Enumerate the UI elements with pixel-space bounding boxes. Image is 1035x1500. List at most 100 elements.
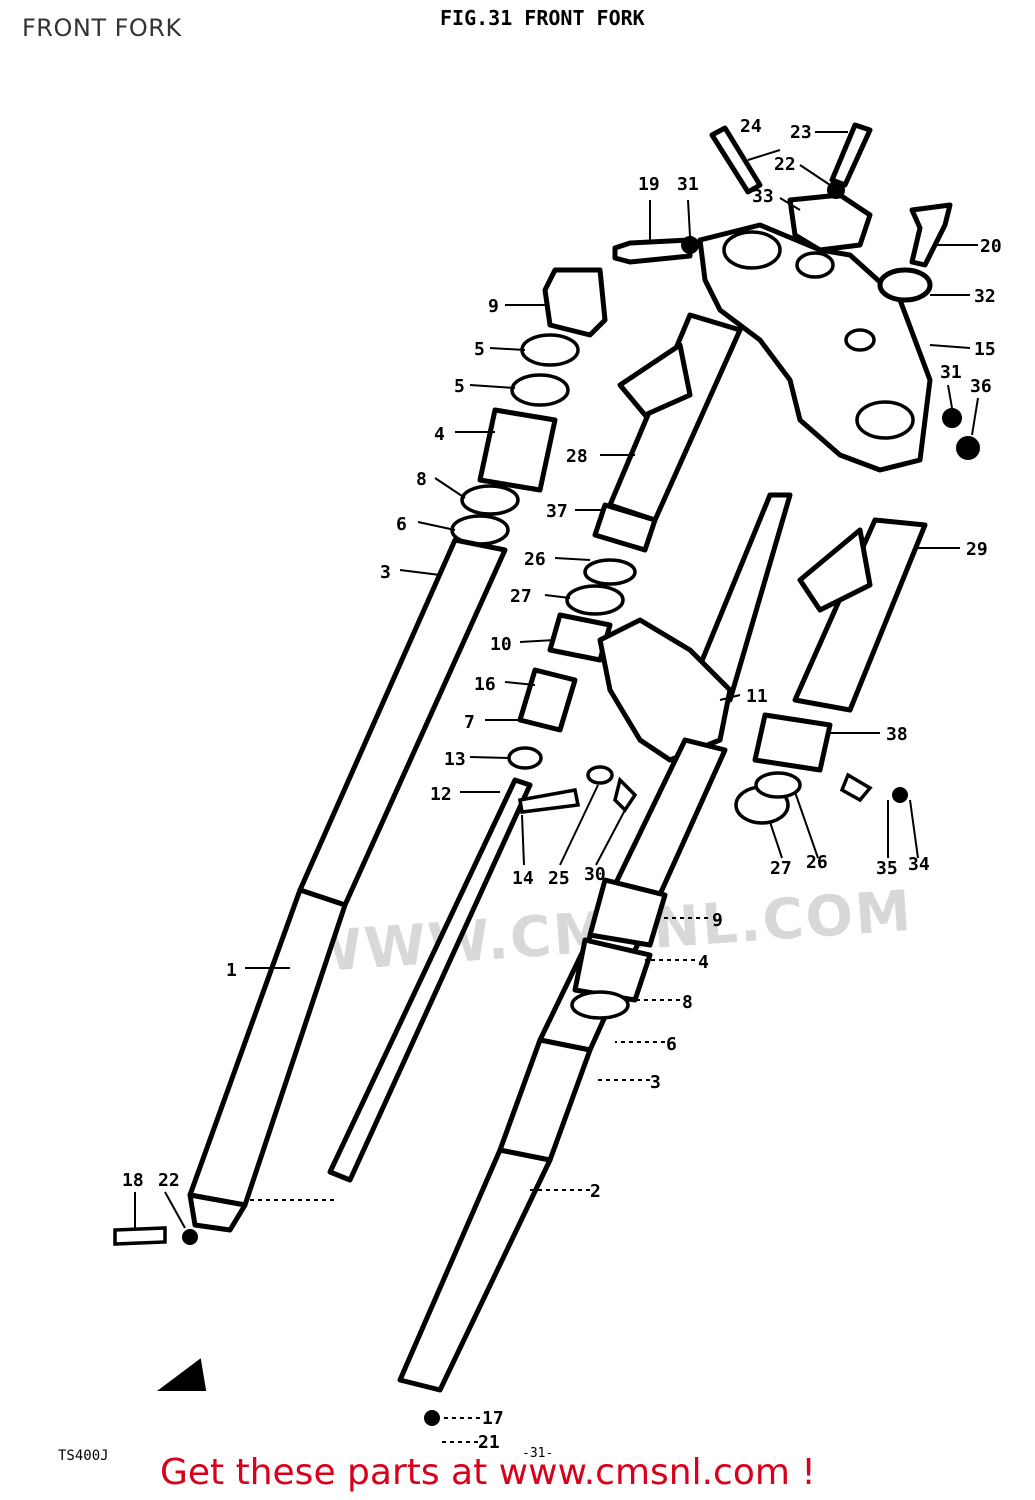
ring-5b-part [510,373,570,407]
page-number: -31- [522,1446,554,1461]
cap-9a-part [542,267,608,338]
callout-4: 4 [434,424,445,445]
bolt-24-part [709,125,763,195]
nut-17-part [424,1410,440,1426]
callout-6b: 6 [666,1034,677,1055]
callout-24: 24 [740,116,762,137]
callout-21: 21 [478,1432,500,1453]
clip-30-part [613,776,638,813]
callout-9: 9 [488,296,499,317]
callout-27: 27 [510,586,532,607]
callout-4b: 4 [698,952,709,973]
model-code: TS400J [58,1448,109,1464]
piston-16-part [517,667,578,733]
seal-27a-part [565,584,625,616]
callout-18: 18 [122,1170,144,1191]
spacer-4b-part [572,937,653,1003]
callout-28: 28 [566,446,588,467]
spacer-4a-part [477,407,558,493]
washer-22-part [827,181,845,199]
bolt-20-part [909,202,953,268]
callout-26: 26 [524,549,546,570]
bolt-19-part [612,237,693,265]
headlamp-tube-29-part [792,517,928,713]
callout-31b: 31 [940,362,962,383]
washer-25-part [586,765,614,785]
ring-8b-part [570,990,630,1020]
ring-5a-part [520,333,580,367]
callout-22: 22 [774,154,796,175]
figure-title: FIG.31 FRONT FORK [440,6,645,30]
leader-lines [134,131,979,1443]
washer-31b-part [942,408,962,428]
washer-26b-part [754,771,802,799]
callout-35: 35 [876,858,898,879]
washer-31a-part [681,236,699,254]
callout-30: 30 [584,864,606,885]
callout-27b: 27 [770,858,792,879]
callout-9b: 9 [712,910,723,931]
callout-26b: 26 [806,852,828,873]
front-arrow-icon [157,1358,207,1391]
cover-38-part [752,712,833,773]
callout-23: 23 [790,122,812,143]
callout-12: 12 [430,784,452,805]
handlebar-clamp-part [787,192,873,253]
callout-38: 38 [886,724,908,745]
callout-15: 15 [974,339,996,360]
cap-9b-part [587,877,668,948]
callout-10: 10 [490,634,512,655]
ring-8a-part [460,484,520,516]
washer-22b-part [182,1229,198,1245]
bolt-18-part [113,1226,167,1246]
get-parts-link[interactable]: Get these parts at www.cmsnl.com ! [160,1452,816,1493]
bearing-10-part [547,612,613,663]
outer-tube-2-part [397,1147,553,1393]
callout-29: 29 [966,539,988,560]
callout-5: 5 [474,339,485,360]
callout-13: 13 [444,749,466,770]
callout-25: 25 [548,868,570,889]
callout-16: 16 [474,674,496,695]
spacer-37-part [592,502,658,553]
outer-tube-1-part [187,887,348,1208]
bolt-14-part [517,787,581,814]
callout-2: 2 [590,1181,601,1202]
nut-34-part [892,787,908,803]
outer-tube-1-foot-part [187,1192,248,1233]
callout-1: 1 [226,960,237,981]
outer-tube-2-upper-part [497,1037,593,1163]
upper-bracket-part [697,222,933,473]
callout-37: 37 [546,501,568,522]
washer-26a-part [583,558,637,586]
ring-13-part [507,746,543,770]
callout-5b: 5 [454,376,465,397]
callout-8: 8 [416,469,427,490]
lower-bracket-11-part [597,617,733,763]
callout-8b: 8 [682,992,693,1013]
headlamp-ear-29-part [797,527,873,613]
callout-7: 7 [464,712,475,733]
callout-31: 31 [677,174,699,195]
nut-36-part [956,436,980,460]
page-heading: FRONT FORK [22,14,182,42]
callout-6: 6 [396,514,407,535]
callout-17: 17 [482,1408,504,1429]
clip-35-part [839,772,873,803]
callout-19: 19 [638,174,660,195]
bolt-23-part [829,122,873,188]
callout-32: 32 [974,286,996,307]
callout-20: 20 [980,236,1002,257]
callout-33: 33 [752,186,774,207]
callout-3: 3 [380,562,391,583]
callout-34: 34 [908,854,930,875]
callout-11: 11 [746,686,768,707]
callout-14: 14 [512,868,534,889]
spring-12-part [327,777,533,1183]
callout-22b: 22 [158,1170,180,1191]
callout-36: 36 [970,376,992,397]
headlamp-ear-part [617,342,693,418]
callout-3b: 3 [650,1072,661,1093]
